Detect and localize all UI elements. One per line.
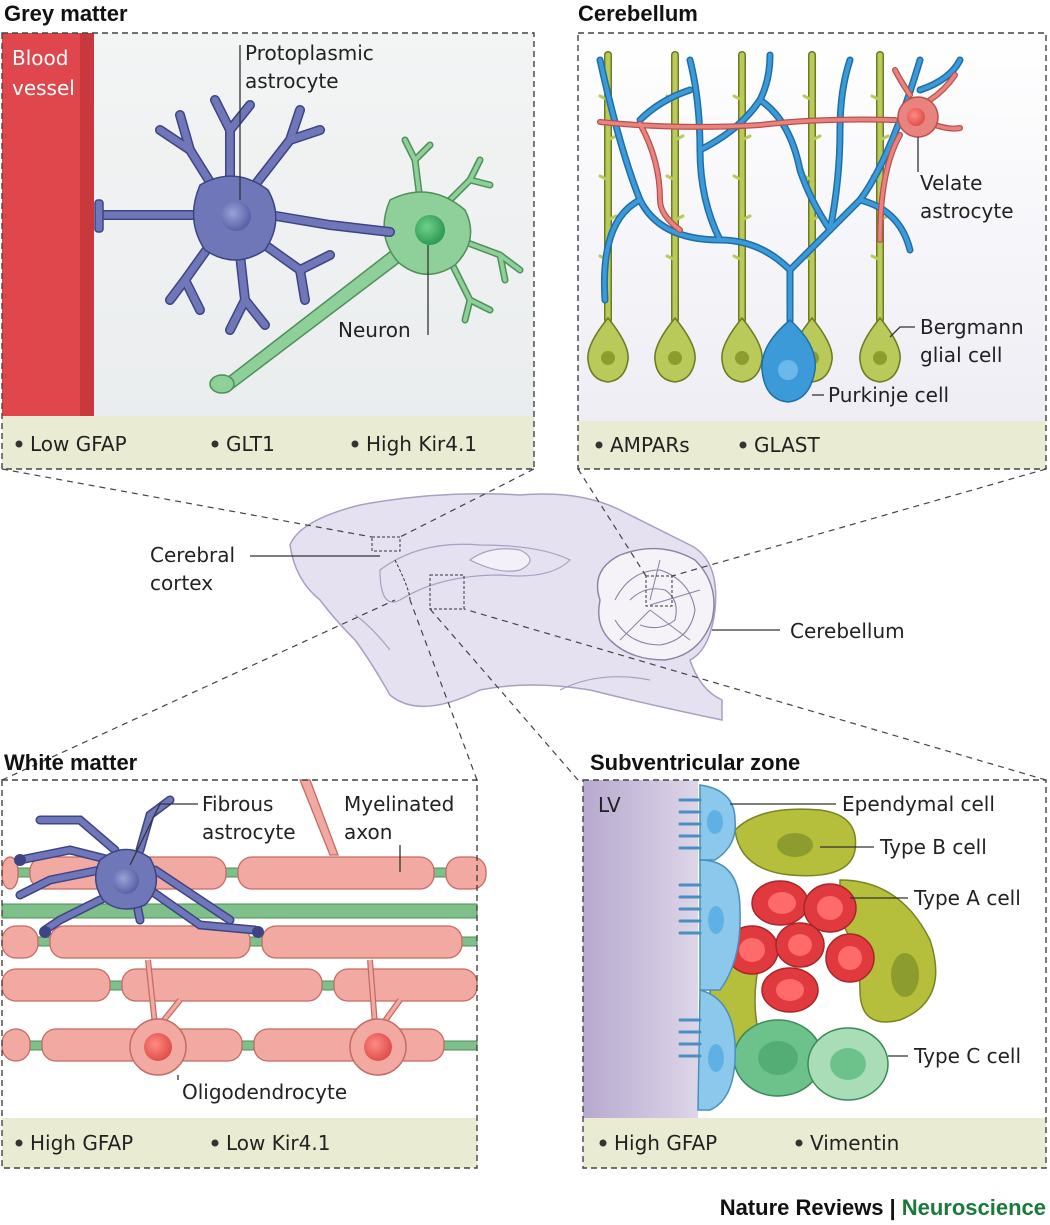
cerebellum-brain-label: Cerebellum	[790, 619, 905, 643]
subventricular-zone-panel: Subventricular zone LV	[582, 750, 1047, 1169]
type-b-cell-label: Type B cell	[879, 835, 987, 859]
white-matter-roi	[394, 559, 411, 601]
protoplasmic-astrocyte-label-2: astrocyte	[245, 69, 339, 93]
blood-vessel-wall	[80, 33, 94, 416]
type-a-cells	[725, 880, 875, 1013]
white-matter-frame	[1, 779, 478, 1169]
marker-bullet	[595, 441, 603, 449]
lv-label: LV	[598, 793, 621, 817]
footer-section: Neuroscience	[902, 1195, 1046, 1220]
oligodendrocytes	[129, 959, 407, 1076]
grey-matter-frame	[1, 32, 535, 470]
cerebral-cortex-label-1: Cerebral	[150, 543, 235, 567]
marker-bullet	[739, 441, 747, 449]
marker-bullet	[351, 440, 359, 448]
cerebellum-marker-2: GLAST	[754, 433, 820, 457]
grey-matter-roi	[371, 536, 401, 552]
bergmann-glial-cell-label-2: glial cell	[920, 343, 1002, 367]
connector-lines	[1, 468, 1047, 781]
brain-outline	[289, 493, 723, 721]
white-matter-title: White matter	[4, 750, 138, 775]
fibrous-astrocyte-leader	[129, 803, 198, 866]
neuron-label: Neuron	[338, 318, 411, 342]
cerebellum-title: Cerebellum	[578, 1, 698, 26]
blood-vessel-label-2: vessel	[12, 76, 75, 100]
marker-bullet	[15, 1139, 23, 1147]
footer-separator: |	[890, 1195, 896, 1220]
white-matter-marker-strip	[2, 1118, 477, 1168]
grey-matter-marker-2: GLT1	[226, 432, 275, 456]
svz-marker-2: Vimentin	[810, 1131, 899, 1155]
brain-cerebellum	[596, 547, 715, 661]
svz-frame	[582, 779, 1047, 1169]
cerebellum-roi	[645, 575, 673, 607]
grey-matter-marker-3: High Kir4.1	[366, 432, 477, 456]
protoplasmic-astrocyte-label-1: Protoplasmic	[245, 41, 374, 65]
footer: Nature Reviews|Neuroscience	[720, 1195, 1046, 1220]
cerebellum-marker-strip	[578, 421, 1046, 469]
blood-vessel	[2, 33, 94, 416]
white-matter-marker-2: Low Kir4.1	[226, 1131, 330, 1155]
velate-astrocyte-label-2: astrocyte	[920, 199, 1014, 223]
grey-matter-marker-1: Low GFAP	[30, 432, 127, 456]
purkinje-cell	[596, 51, 964, 403]
grey-matter-title: Grey matter	[4, 1, 128, 26]
fibrous-astrocyte-label-1: Fibrous	[202, 792, 273, 816]
blood-vessel-label-1: Blood	[12, 46, 68, 70]
lateral-ventricle	[583, 780, 698, 1118]
purkinje-cell-label: Purkinje cell	[828, 383, 949, 407]
grey-matter-marker-strip	[2, 416, 534, 469]
fibrous-astrocyte	[14, 795, 264, 938]
white-matter-marker-1: High GFAP	[30, 1131, 133, 1155]
marker-bullet	[599, 1139, 607, 1147]
fibrous-astrocyte-label-2: astrocyte	[202, 820, 296, 844]
bergmann-glial-cell-label-1: Bergmann	[920, 315, 1024, 339]
cerebral-cortex-label-2: cortex	[150, 571, 213, 595]
myelinated-axon-label-2: axon	[344, 820, 392, 844]
footer-journal: Nature Reviews	[720, 1195, 884, 1220]
cerebellum-marker-1: AMPARs	[610, 433, 690, 457]
marker-bullet	[211, 1139, 219, 1147]
neuron	[209, 136, 524, 394]
subventricular-zone-title: Subventricular zone	[590, 750, 800, 775]
cerebellum-panel: Cerebellum	[577, 1, 1047, 470]
type-c-cells	[733, 1019, 889, 1101]
brain-sagittal-section	[289, 493, 723, 721]
oligodendrocyte-label: Oligodendrocyte	[182, 1080, 347, 1104]
marker-bullet	[795, 1139, 803, 1147]
myelinated-axon-label-1: Myelinated	[344, 792, 454, 816]
type-a-cell-label: Type A cell	[913, 886, 1021, 910]
footer-credit: Nature Reviews|Neuroscience	[720, 1195, 1046, 1220]
marker-bullet	[15, 440, 23, 448]
bergmann-glial-cell-leader	[889, 326, 915, 338]
svz-marker-1: High GFAP	[614, 1131, 717, 1155]
grey-matter-panel: Grey matter Blood vessel	[1, 1, 535, 470]
svz-marker-strip	[583, 1118, 1046, 1168]
velate-astrocyte	[597, 67, 963, 243]
svz-roi	[429, 574, 465, 610]
marker-bullet	[211, 440, 219, 448]
protoplasmic-astrocyte	[94, 95, 395, 335]
ependymal-cell-label: Ependymal cell	[842, 792, 995, 816]
white-matter-panel: White matter	[1, 750, 487, 1169]
cerebellum-frame	[577, 32, 1047, 470]
ependymal-cells	[678, 784, 741, 1111]
type-c-cell-label: Type C cell	[913, 1044, 1021, 1068]
velate-astrocyte-label-1: Velate	[920, 171, 982, 195]
